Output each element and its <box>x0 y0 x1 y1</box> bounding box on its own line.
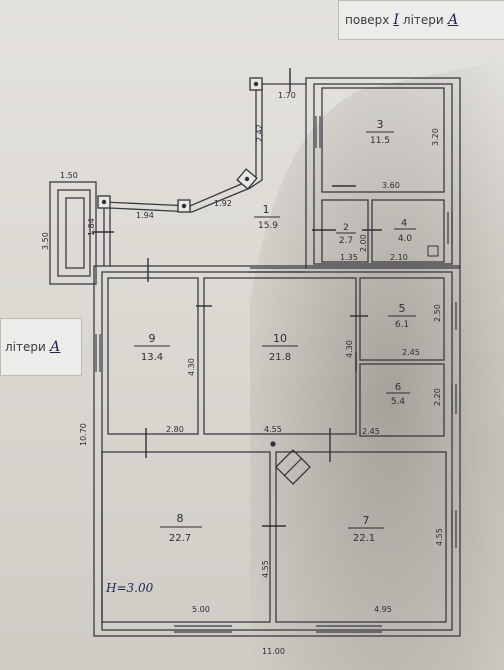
room-1-number: 1 <box>263 203 270 216</box>
dim-2-10: 2.10 <box>390 253 408 262</box>
room-4-outline <box>371 199 445 263</box>
floor-stamp: поверх I літери А <box>338 0 504 40</box>
window-room-9 <box>95 334 101 372</box>
letter-label: літери <box>402 13 444 27</box>
letter-value: А <box>447 12 459 28</box>
dim-5-00: 5.00 <box>192 605 210 614</box>
dim-2-20: 2.20 <box>433 388 442 406</box>
veranda-wall <box>103 84 257 266</box>
upper-block-outer <box>305 77 461 269</box>
room-6-number: 6 <box>395 382 401 393</box>
window-room-5 <box>451 302 457 330</box>
dim-10-70: 10.70 <box>79 423 88 446</box>
ceiling-height: H=3.00 <box>105 581 154 595</box>
side-letter-label: літери <box>5 340 46 354</box>
dim-4-55-b: 4.55 <box>261 560 270 578</box>
room-4-area: 4.0 <box>398 234 413 244</box>
window-room-8-bottom <box>174 625 232 633</box>
room-8-number: 8 <box>177 512 184 525</box>
dim-1-84: 1.84 <box>87 218 96 236</box>
floor-value: I <box>393 12 399 28</box>
room-9-outline <box>107 277 199 435</box>
window-room-4 <box>447 212 453 244</box>
room-5-area: 6.1 <box>395 320 409 330</box>
room-9-area: 13.4 <box>141 352 163 363</box>
dim-1-92: 1.92 <box>214 199 232 208</box>
dim-4-95: 4.95 <box>374 605 392 614</box>
dim-4-55-c: 4.55 <box>435 528 444 546</box>
dim-2-42: 2.42 <box>255 124 264 142</box>
side-letter-stamp: літери А <box>0 318 82 376</box>
room-9-number: 9 <box>149 332 156 345</box>
room-6-area: 5.4 <box>391 397 406 407</box>
window-room-3 <box>315 116 321 148</box>
room-3-number: 3 <box>377 118 384 131</box>
dim-11-00: 11.00 <box>262 647 285 656</box>
window-top <box>250 267 306 273</box>
dim-2-50: 2.50 <box>433 304 442 322</box>
dim-1-50: 1.50 <box>60 171 78 180</box>
boiler-symbol <box>427 245 439 257</box>
room-5-number: 5 <box>399 302 406 315</box>
window-room-7 <box>451 510 457 548</box>
dim-4-30-b: 4.30 <box>345 340 354 358</box>
room-10-number: 10 <box>273 332 287 345</box>
room-10-area: 21.8 <box>269 352 291 363</box>
dim-3-60: 3.60 <box>382 181 400 190</box>
dim-2-45-b: 2.45 <box>362 427 380 436</box>
dim-2-80: 2.80 <box>166 425 184 434</box>
room-1-area: 15.9 <box>258 221 278 231</box>
dim-2-45-a: 2.45 <box>402 348 420 357</box>
room-8-area: 22.7 <box>169 533 191 544</box>
floor-label: поверх <box>345 13 390 27</box>
dim-3-50: 3.50 <box>41 232 50 250</box>
upper-block-inner <box>313 83 453 265</box>
room-2-area: 2.7 <box>339 236 353 246</box>
window-room-6 <box>451 384 457 414</box>
veranda-wall-inner <box>109 84 263 266</box>
dim-4-30-a: 4.30 <box>187 358 196 376</box>
dim-1-70: 1.70 <box>278 91 296 100</box>
room-7-number: 7 <box>363 514 370 527</box>
dim-1-94: 1.94 <box>136 211 154 220</box>
room-3-area: 11.5 <box>370 136 390 146</box>
dim-3-20: 3.20 <box>431 128 440 146</box>
entry-steps-inner <box>57 189 91 277</box>
room-4-number: 4 <box>401 218 407 229</box>
entry-steps-core <box>65 197 85 269</box>
room-7-area: 22.1 <box>353 533 375 544</box>
dim-4-55-a: 4.55 <box>264 425 282 434</box>
side-letter-value: А <box>49 339 61 355</box>
dim-2-00: 2.00 <box>359 234 368 252</box>
entry-steps-outer <box>49 181 97 285</box>
window-room-7-bottom <box>316 625 382 633</box>
chimney-symbol <box>275 449 311 485</box>
dim-1-35: 1.35 <box>340 253 358 262</box>
room-2-number: 2 <box>343 223 349 233</box>
